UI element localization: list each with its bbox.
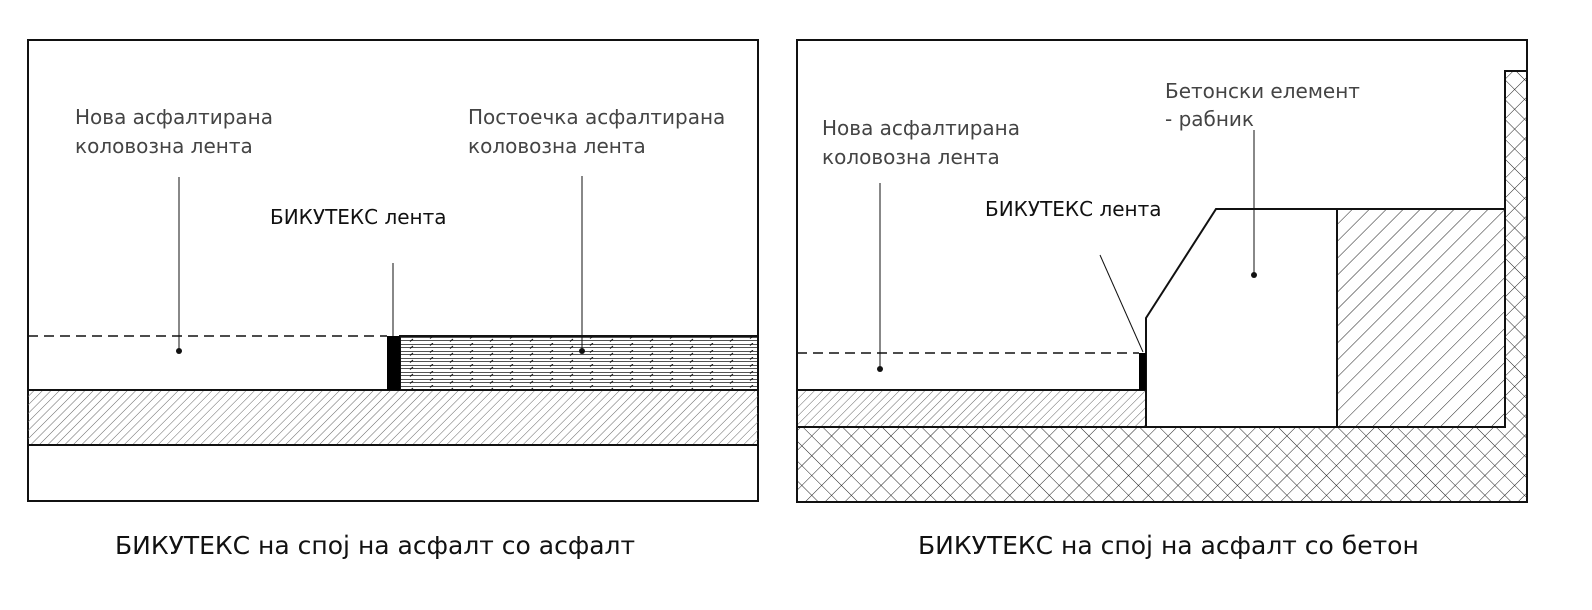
right-diagram: Бетонски елемент - рабник Нова асфалтира…: [796, 39, 1528, 560]
tape-label: БИКУТЕКС лента: [270, 205, 447, 229]
concrete-label-line2: - рабник: [1165, 107, 1254, 131]
left-caption: БИКУТЕКС на спој на асфалт со асфалт: [115, 531, 635, 560]
bicutex-tape: [387, 336, 400, 390]
right-caption: БИКУТЕКС на спој на асфалт со бетон: [918, 531, 1419, 560]
base-layer: [796, 389, 1147, 428]
leader-dot: [579, 348, 585, 354]
new-asphalt-label-line1: Нова асфалтирана: [822, 116, 1020, 140]
new-asphalt-label-line1: Нова асфалтирана: [75, 105, 273, 129]
concrete-label-line1: Бетонски елемент: [1165, 79, 1360, 103]
concrete-curb: [1145, 208, 1338, 428]
bicutex-tape: [1139, 353, 1146, 390]
existing-asphalt-layer: [399, 335, 759, 391]
concrete-backing: [1336, 208, 1506, 428]
new-asphalt-label-line2: коловозна лента: [822, 145, 1000, 169]
existing-asphalt-label-line1: Постоечка асфалтирана: [468, 105, 725, 129]
tape-label: БИКУТЕКС лента: [985, 197, 1162, 221]
left-diagram: Нова асфалтирана коловозна лента Постоеч…: [27, 39, 759, 560]
leader-dot: [877, 366, 883, 372]
leader-dot: [1251, 272, 1257, 278]
base-layer: [28, 390, 758, 445]
existing-asphalt-label-line2: коловозна лента: [468, 134, 646, 158]
new-asphalt-label-line2: коловозна лента: [75, 134, 253, 158]
leader-dot: [176, 348, 182, 354]
